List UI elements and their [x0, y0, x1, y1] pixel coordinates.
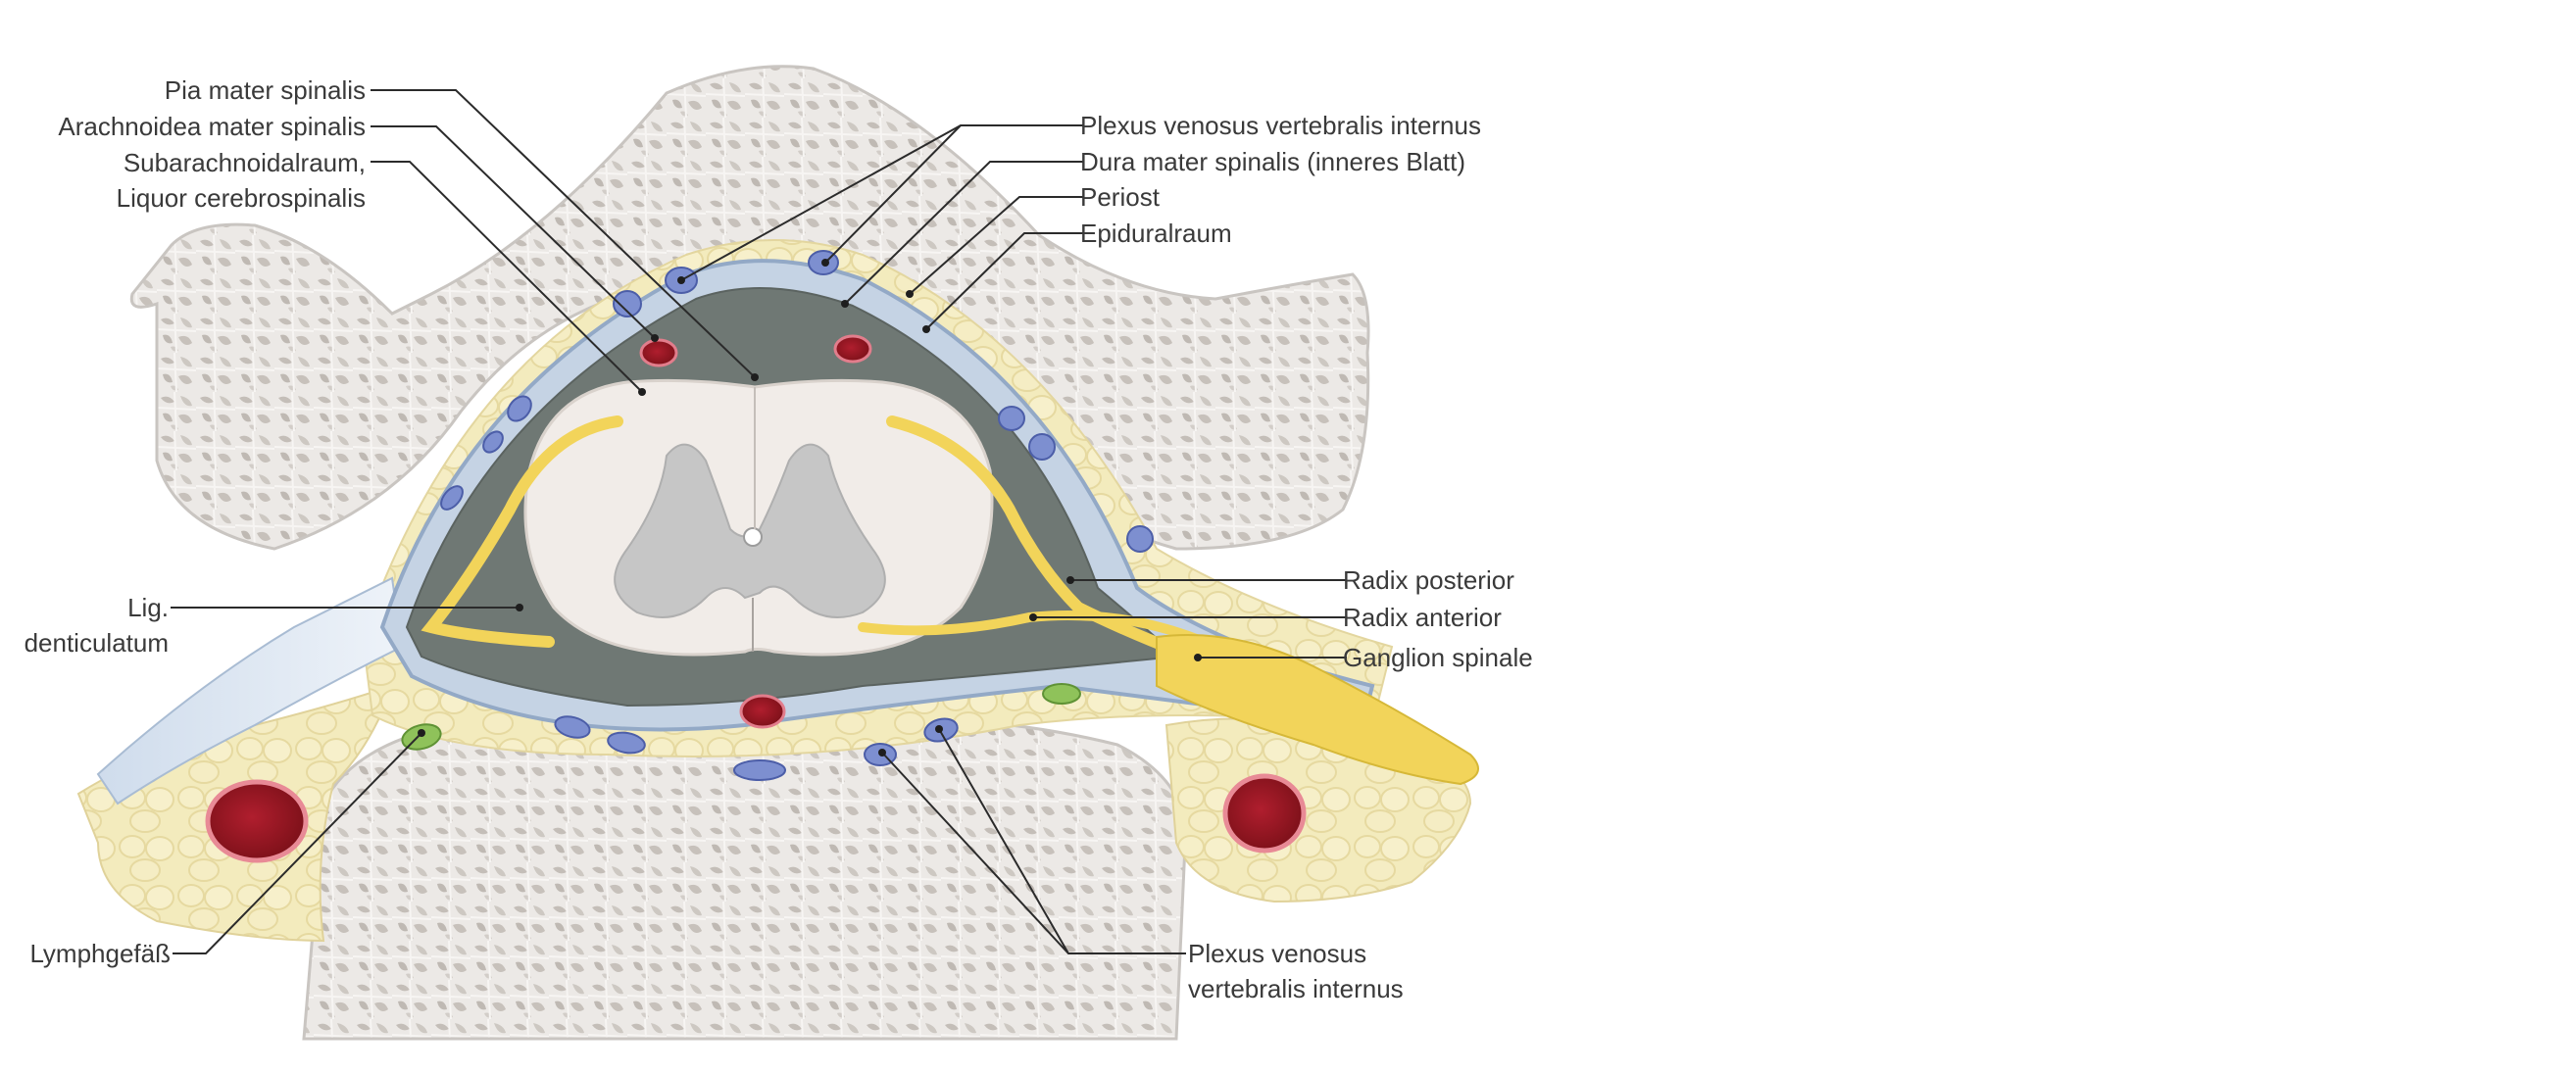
- artery-foramen-left: [205, 779, 309, 863]
- label-plexus-bottom-line1: Plexus venosus: [1188, 939, 1366, 968]
- label-arachnoidea: Arachnoidea mater spinalis: [58, 112, 366, 141]
- artery-foramen-right: [1222, 773, 1307, 854]
- label-pia-mater: Pia mater spinalis: [165, 75, 366, 105]
- radix-posterior-left: [421, 415, 623, 648]
- artery-top-left: [639, 338, 678, 367]
- label-lig-line2: denticulatum: [25, 628, 169, 658]
- label-lymphgefaess: Lymphgefäß: [29, 939, 171, 968]
- label-ganglion-spinale: Ganglion spinale: [1343, 643, 1533, 672]
- label-subarachnoid-line2: Liquor cerebrospinalis: [117, 183, 366, 213]
- central-canal: [743, 527, 763, 547]
- grey-matter: [614, 443, 886, 618]
- lymph-vessel-right: [1042, 683, 1081, 705]
- label-epiduralraum: Epiduralraum: [1080, 219, 1232, 248]
- label-radix-posterior: Radix posterior: [1343, 565, 1514, 595]
- label-lig-line1: Lig.: [127, 593, 169, 622]
- leader-lines: [171, 89, 1347, 954]
- artery-bottom: [739, 694, 786, 729]
- artery-top-right: [833, 334, 872, 364]
- ganglion-spinale: [1156, 634, 1479, 786]
- label-periost: Periost: [1080, 182, 1161, 212]
- label-plexus-bottom-line2: vertebralis internus: [1188, 974, 1404, 1003]
- label-dura-mater: Dura mater spinalis (inneres Blatt): [1080, 147, 1465, 176]
- label-plexus-top: Plexus venosus vertebralis internus: [1080, 111, 1481, 140]
- label-radix-anterior: Radix anterior: [1343, 603, 1502, 632]
- label-subarachnoid-line1: Subarachnoidalraum,: [124, 148, 366, 177]
